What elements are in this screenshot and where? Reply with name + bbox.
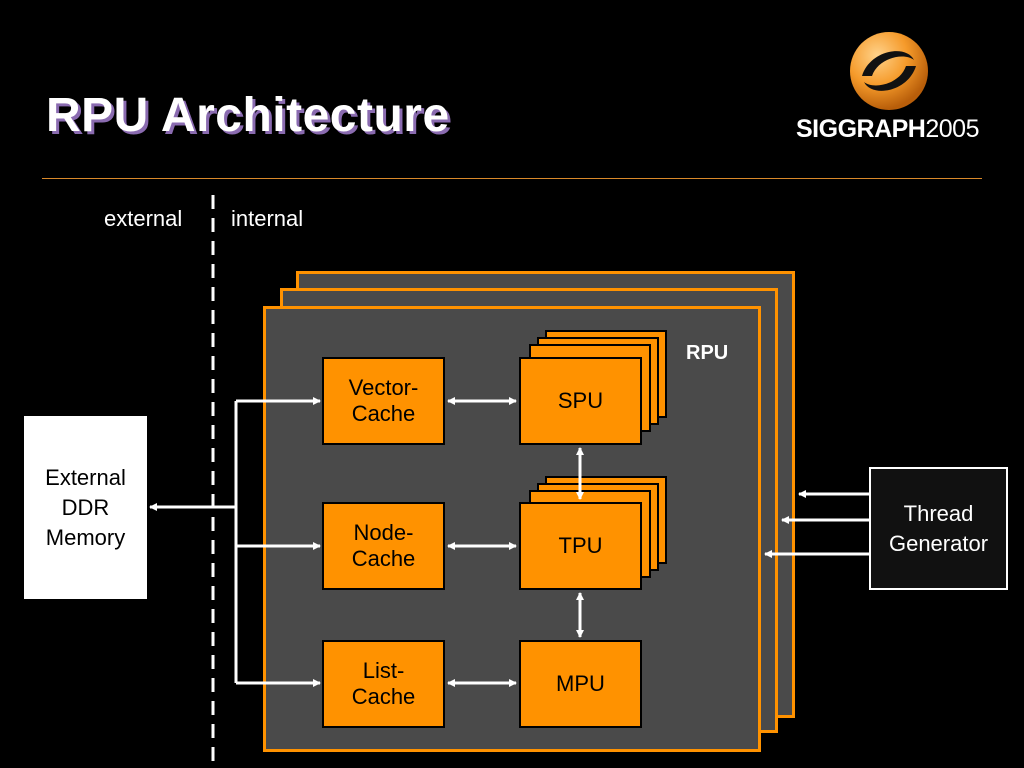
tpu-box: TPU: [519, 502, 642, 590]
rpu-label: RPU: [686, 342, 729, 364]
logo-name: SIGGRAPH: [796, 115, 926, 143]
vector-cache-box: Vector- Cache: [322, 357, 445, 445]
zone-label-external: external: [104, 206, 183, 231]
siggraph-logo-icon: [850, 32, 928, 110]
zone-label-internal: internal: [231, 206, 304, 231]
spu-box: SPU: [519, 357, 642, 445]
logo-year: 2005: [925, 115, 979, 143]
siggraph-logo-text: SIGGRAPH2005: [796, 115, 979, 144]
mpu-box: MPU: [519, 640, 642, 728]
thread-generator-box: Thread Generator: [869, 467, 1008, 590]
list-cache-box: List- Cache: [322, 640, 445, 728]
slide-title: RPU Architecture: [46, 89, 450, 142]
title-divider: [42, 178, 982, 179]
boundary-dashed-line: [211, 195, 215, 768]
node-cache-box: Node- Cache: [322, 502, 445, 590]
external-ddr-memory-box: External DDR Memory: [24, 416, 147, 599]
